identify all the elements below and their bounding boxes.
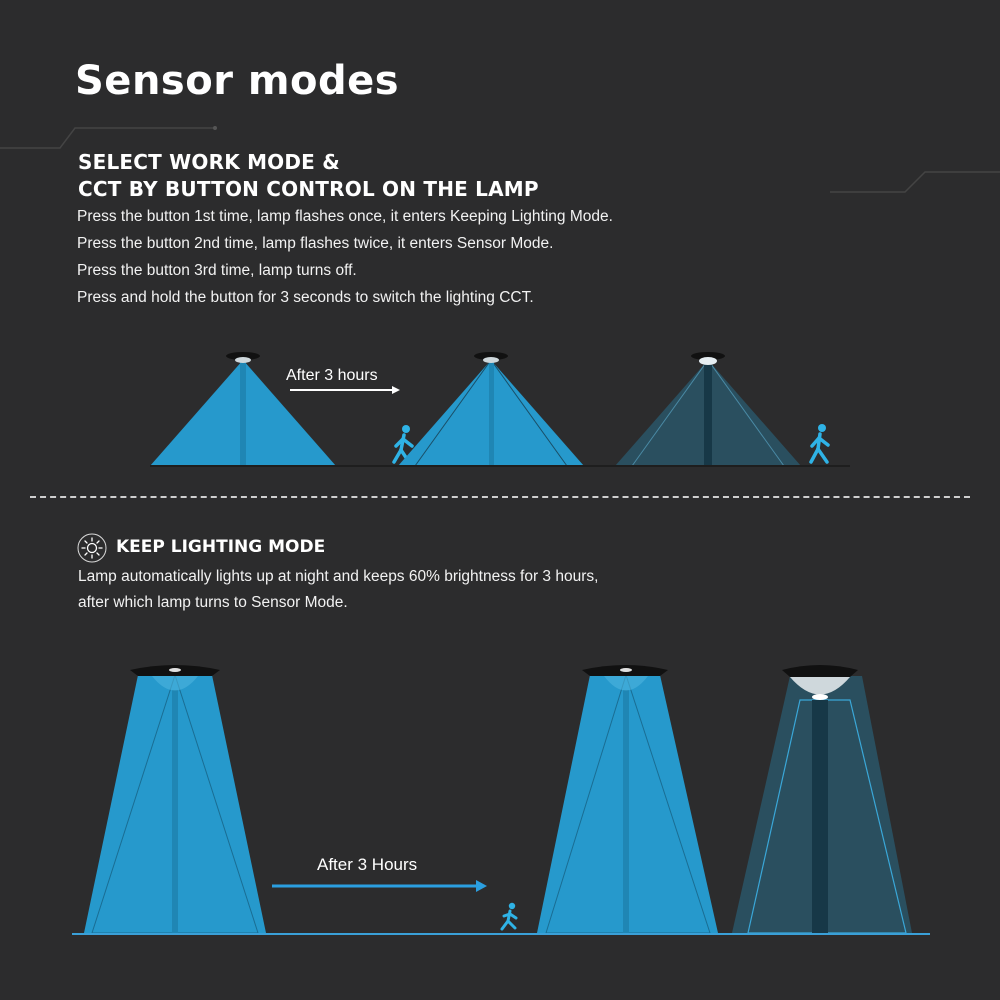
button-section-heading-line1: SELECT WORK MODE & xyxy=(78,150,340,174)
lamp-illustration xyxy=(398,352,584,467)
instruction-line: Press the button 1st time, lamp flashes … xyxy=(77,208,613,225)
instruction-line: Press the button 2nd time, lamp flashes … xyxy=(77,235,554,252)
lamp-illustration xyxy=(732,665,912,934)
instruction-line: Press and hold the button for 3 seconds … xyxy=(77,289,534,306)
keep-mode-heading: KEEP LIGHTING MODE xyxy=(116,537,326,557)
lamp-illustration xyxy=(84,665,266,934)
arrow-label: After 3 hours xyxy=(286,367,378,384)
sun-icon xyxy=(77,533,107,563)
lamp-illustration xyxy=(537,665,718,934)
button-section-heading-line2: CCT BY BUTTON CONTROL ON THE LAMP xyxy=(78,177,539,201)
arrow-icon xyxy=(290,386,400,394)
arrow-label: After 3 Hours xyxy=(317,855,418,874)
running-person-icon xyxy=(500,902,518,931)
keep-mode-description: Lamp automatically lights up at night an… xyxy=(78,568,599,585)
lamp-illustration xyxy=(150,352,336,466)
section-divider xyxy=(30,496,970,498)
walking-person-icon xyxy=(809,424,830,464)
button-mode-illustration xyxy=(150,352,850,467)
keep-mode-description: after which lamp turns to Sensor Mode. xyxy=(78,594,348,611)
instruction-line: Press the button 3rd time, lamp turns of… xyxy=(77,262,357,279)
page-title: Sensor modes xyxy=(75,58,400,104)
arrow-icon xyxy=(272,880,487,892)
